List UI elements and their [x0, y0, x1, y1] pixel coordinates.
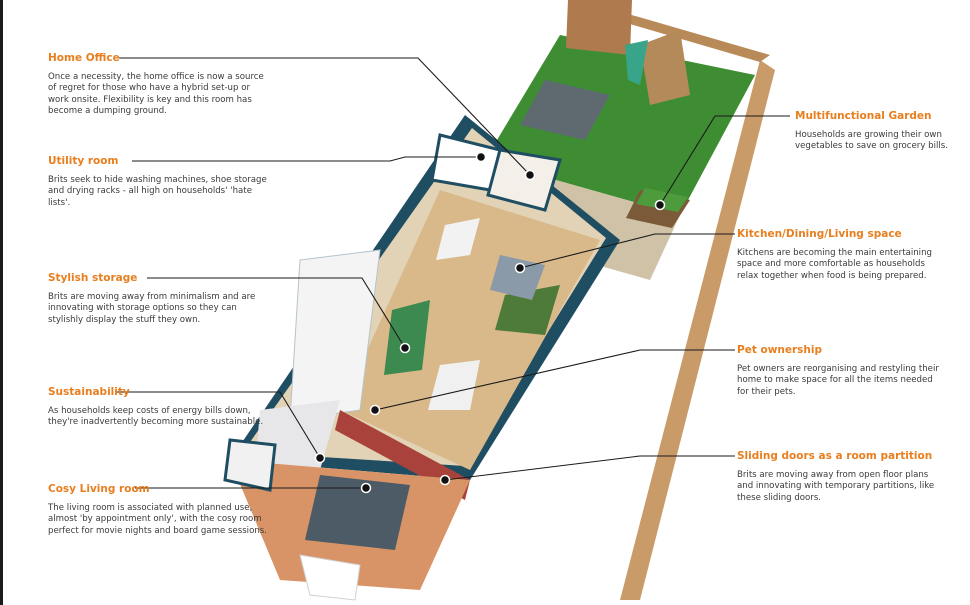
left-edge-bar: [0, 0, 3, 605]
marker-utility-room: [475, 151, 487, 163]
patio-dining-area: [520, 80, 610, 140]
callout-text: Brits are moving away from minimalism an…: [48, 292, 256, 325]
callout-text: Kitchens are becoming the main entertain…: [737, 248, 932, 281]
play-frame: [640, 30, 690, 105]
callout-title: Sliding doors as a room partition: [737, 450, 933, 462]
leader-sliding-doors: [444, 455, 735, 481]
leader-garden: [659, 115, 790, 206]
callout-text: Households are growing their own vegetab…: [795, 130, 948, 152]
callout-kitchen-dining-living: Kitchen/Dining/Living space Kitchens are…: [737, 228, 937, 282]
callout-text: Brits seek to hide washing machines, sho…: [48, 175, 267, 208]
callout-title: Multifunctional Garden: [795, 110, 932, 122]
callout-multifunctional-garden: Multifunctional Garden Households are gr…: [795, 110, 960, 153]
dining-table: [428, 360, 480, 410]
planter-greenery: [636, 188, 688, 212]
callout-text: The living room is associated with plann…: [48, 503, 267, 536]
leader-pet: [374, 349, 735, 411]
marker-sustainability: [314, 452, 326, 464]
callout-text: As households keep costs of energy bills…: [48, 406, 264, 428]
marker-sliding-doors: [439, 474, 451, 486]
callout-title: Stylish storage: [48, 272, 138, 284]
marker-garden: [654, 199, 666, 211]
callout-title: Sustainability: [48, 386, 130, 398]
play-slide: [625, 40, 648, 85]
staircase: [289, 249, 381, 421]
callout-home-office: Home Office Once a necessity, the home o…: [48, 52, 273, 118]
callout-title: Kitchen/Dining/Living space: [737, 228, 902, 240]
callout-pet-ownership: Pet ownership Pet owners are reorganisin…: [737, 344, 942, 398]
green-storage-wall: [384, 300, 430, 375]
leader-kitchen: [519, 233, 735, 269]
leader-utility-room: [132, 156, 481, 162]
callout-text: Once a necessity, the home office is now…: [48, 72, 264, 117]
callout-title: Pet ownership: [737, 344, 823, 356]
callout-title: Utility room: [48, 155, 119, 167]
kitchen-dining-floor: [340, 190, 600, 470]
callout-text: Pet owners are reorganising and restylin…: [737, 364, 939, 397]
marker-pet: [369, 404, 381, 416]
callout-stylish-storage: Stylish storage Brits are moving away fr…: [48, 272, 273, 326]
leader-home-office: [118, 57, 531, 176]
downstairs-wc: [223, 438, 277, 492]
bay-window: [299, 554, 361, 601]
home-office: [486, 148, 562, 212]
marker-stylish-storage: [399, 342, 411, 354]
leader-stylish-storage: [147, 277, 406, 349]
marker-kitchen: [514, 262, 526, 274]
callout-title: Home Office: [48, 52, 120, 64]
callout-sustainability: Sustainability As households keep costs …: [48, 386, 273, 429]
callout-text: Brits are moving away from open floor pl…: [737, 470, 935, 503]
callout-cosy-living-room: Cosy Living room The living room is asso…: [48, 483, 273, 537]
callout-title: Cosy Living room: [48, 483, 150, 495]
garden-shed: [566, 0, 632, 55]
garden-fence-right: [620, 60, 775, 600]
hallway: [255, 400, 340, 470]
callout-sliding-doors: Sliding doors as a room partition Brits …: [737, 450, 942, 504]
callout-utility-room: Utility room Brits seek to hide washing …: [48, 155, 273, 209]
leader-sustainability: [115, 391, 321, 459]
cosy-living-rug: [305, 475, 410, 550]
marker-cosy-living: [360, 482, 372, 494]
kitchen-island: [436, 218, 480, 260]
sofa: [490, 255, 545, 300]
marker-home-office: [524, 169, 536, 181]
living-area-rug: [495, 285, 560, 335]
